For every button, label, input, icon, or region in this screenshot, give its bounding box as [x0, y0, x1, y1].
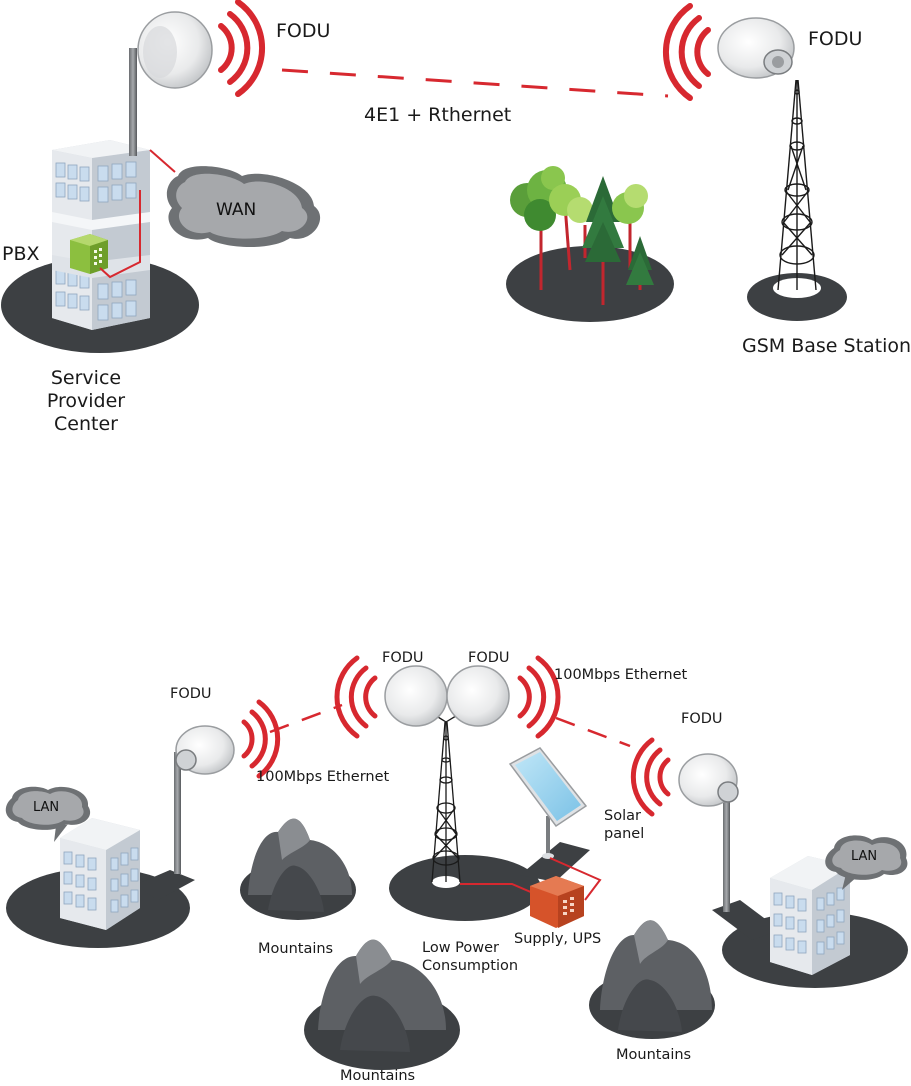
ups-box	[530, 876, 584, 928]
link-label-top: 4E1 + Rthernet	[364, 104, 511, 127]
fodu-dish-top-right	[718, 18, 794, 78]
lan-label-left: LAN	[33, 800, 59, 816]
fodu-label-top-left: FODU	[276, 20, 330, 43]
mountains-label-right: Mountains	[616, 1047, 691, 1065]
ethernet-label-right: 100Mbps Ethernet	[554, 667, 687, 685]
signal-waves-bottom-right	[633, 740, 668, 814]
ethernet-label-left: 100Mbps Ethernet	[256, 769, 389, 787]
provider-mast	[129, 48, 137, 156]
fodu-label-bottom-right: FODU	[681, 711, 723, 729]
fodu-dish-top-left	[138, 12, 212, 88]
signal-waves-bottom-left	[244, 702, 278, 776]
signal-waves-top-left	[221, 2, 262, 94]
fodu-dish-center-right	[447, 666, 509, 726]
low-power-label: Low Power Consumption	[422, 940, 518, 975]
pbx-label: PBX	[2, 243, 40, 266]
link-dashed-bottom-left	[270, 705, 342, 732]
relay-tower	[410, 702, 482, 882]
solar-panel-label: Solar panel	[604, 808, 644, 843]
signal-waves-top-right	[666, 6, 708, 98]
fodu-label-top-right: FODU	[808, 28, 862, 51]
supply-ups-label: Supply, UPS	[514, 931, 601, 949]
link-dashed-bottom-right	[556, 718, 630, 746]
left-lan-building	[60, 818, 140, 930]
lan-label-right: LAN	[851, 849, 877, 865]
fodu-label-center-left: FODU	[382, 650, 424, 668]
service-provider-label: Service Provider Center	[30, 367, 142, 437]
link-dashed-top	[282, 70, 668, 96]
wan-label: WAN	[216, 200, 256, 221]
gsm-tower	[778, 80, 816, 290]
mountains-label-bottom: Mountains	[340, 1068, 415, 1086]
fodu-dish-center-left	[385, 666, 447, 726]
fodu-label-bottom-left: FODU	[170, 686, 212, 704]
signal-waves-center-left	[337, 658, 375, 736]
gsm-base-station-label: GSM Base Station	[742, 335, 911, 358]
fodu-label-center-right: FODU	[468, 650, 510, 668]
pbx-box	[70, 234, 108, 274]
provider-cable	[150, 150, 175, 172]
mountains-label-left: Mountains	[258, 941, 333, 959]
fodu-dish-bottom-right	[679, 754, 738, 806]
service-provider-building	[52, 140, 150, 330]
signal-waves-center-right	[520, 658, 558, 736]
relay-ground	[389, 855, 541, 921]
relay-ground-path	[520, 842, 590, 882]
mountains-right	[589, 920, 715, 1039]
left-mast	[174, 752, 181, 874]
solar-panel	[510, 748, 586, 859]
mountains-left	[240, 819, 356, 920]
fodu-dish-bottom-left	[176, 726, 234, 774]
